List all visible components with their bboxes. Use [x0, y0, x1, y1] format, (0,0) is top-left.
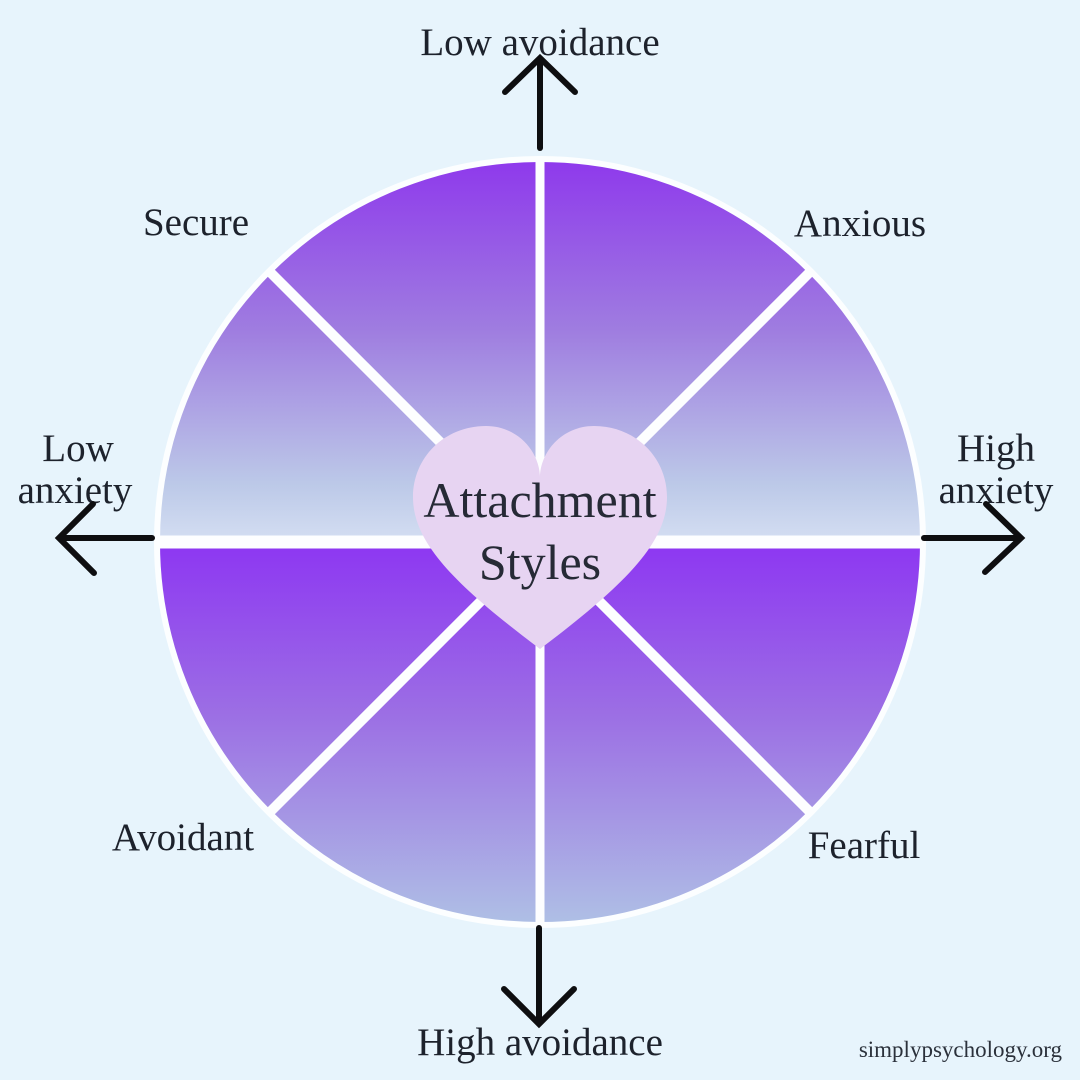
axis-label-high-avoidance: High avoidance: [417, 1021, 663, 1064]
center-title-line2: Styles: [479, 534, 601, 590]
axis-label-low-anxiety-line1: Low: [42, 427, 114, 470]
axis-label-high-anxiety-line2: anxiety: [939, 469, 1054, 512]
quadrant-label-avoidant: Avoidant: [112, 816, 254, 859]
axis-label-low-anxiety-line2: anxiety: [18, 469, 133, 512]
heart-shape: [413, 426, 667, 649]
quadrant-label-secure: Secure: [143, 201, 249, 244]
right-arrow-icon: [921, 501, 1026, 575]
down-arrow-icon: [501, 925, 577, 1029]
watermark: simplypsychology.org: [859, 1037, 1063, 1062]
center-title-line1: Attachment: [423, 472, 656, 528]
up-arrow-icon: [502, 53, 578, 151]
wheel-rim: [154, 156, 926, 928]
quadrant-label-fearful: Fearful: [808, 824, 921, 867]
left-arrow-icon: [54, 501, 155, 576]
axis-label-high-anxiety-line1: High: [957, 427, 1035, 470]
quadrant-label-anxious: Anxious: [794, 202, 926, 245]
